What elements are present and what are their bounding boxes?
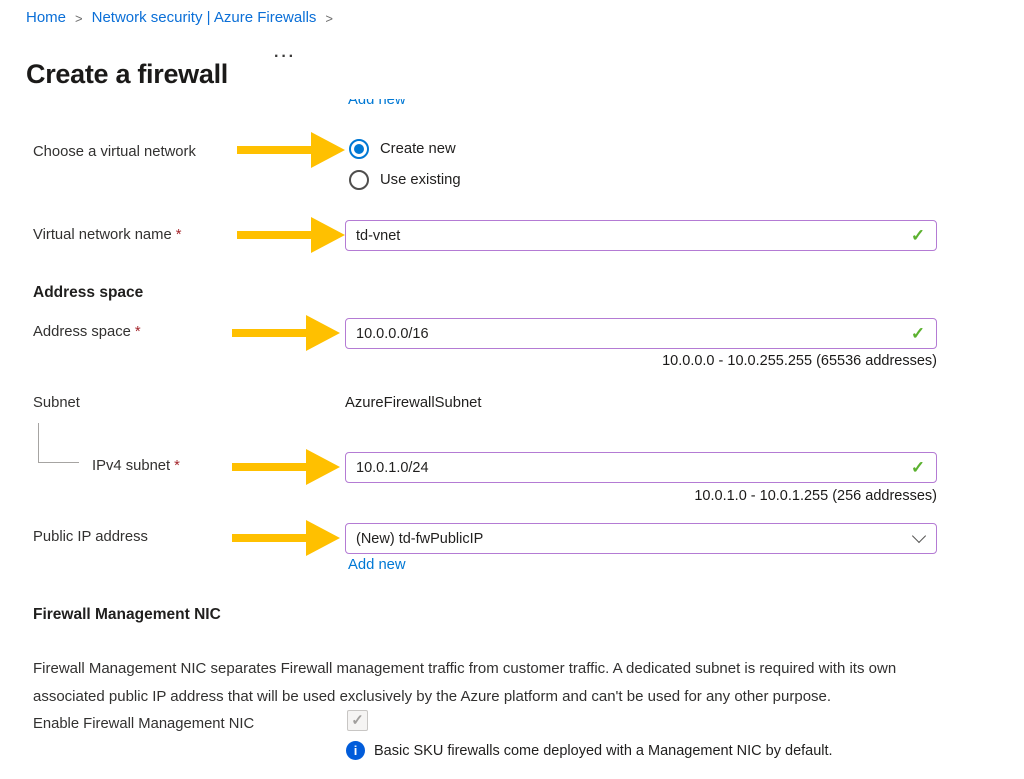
valid-checkmark-icon: ✓ [910,226,926,245]
more-options-icon[interactable]: ··· [274,48,296,65]
vnet-name-label-text: Virtual network name [33,227,172,243]
ipv4-subnet-input[interactable] [345,452,937,483]
radio-use-existing[interactable]: Use existing [349,170,461,190]
address-space-input[interactable] [345,318,937,349]
valid-checkmark-icon: ✓ [910,458,926,477]
annotation-arrow-icon [232,315,340,351]
address-space-label: Address space* [33,324,141,340]
address-space-section-header: Address space [33,284,144,301]
address-space-label-text: Address space [33,324,131,340]
fmn-description: Firewall Management NIC separates Firewa… [33,660,897,705]
breadcrumb-home-link[interactable]: Home [26,9,67,26]
chevron-right-icon: > [75,10,83,26]
annotation-arrow-icon [232,449,340,485]
arrow-shaft [237,146,311,154]
enable-fmn-label: Enable Firewall Management NIC [33,716,255,732]
public-ip-dropdown[interactable]: (New) td-fwPublicIP [345,523,937,554]
choose-vnet-label: Choose a virtual network [33,144,196,160]
arrow-shaft [232,534,306,542]
arrow-head [306,315,340,351]
arrow-head [311,132,345,168]
valid-checkmark-icon: ✓ [910,324,926,343]
add-new-link[interactable]: Add new [348,99,406,108]
required-asterisk: * [134,324,141,340]
vnet-name-label: Virtual network name* [33,227,182,243]
radio-create-new-label: Create new [380,141,456,157]
info-icon: i [346,741,365,760]
arrow-shaft [232,329,306,337]
arrow-shaft [237,231,311,239]
annotation-arrow-icon [237,217,345,253]
vnet-name-input[interactable] [345,220,937,251]
public-ip-label: Public IP address [33,529,148,545]
subnet-value: AzureFirewallSubnet [345,395,482,411]
page-title: Create a firewall [26,59,229,90]
public-ip-dropdown-value: (New) td-fwPublicIP [356,530,484,547]
breadcrumb-azure-firewalls-link[interactable]: Network security | Azure Firewalls [91,9,317,26]
public-ip-add-new-link[interactable]: Add new [348,557,406,573]
fmn-section-header: Firewall Management NIC [33,606,221,623]
annotation-arrow-icon [237,132,345,168]
radio-use-existing-label: Use existing [380,172,461,188]
vnet-add-new-link-clipped[interactable]: Add new [348,99,438,111]
subnet-label: Subnet [33,395,80,411]
arrow-shaft [232,463,306,471]
address-space-range-text: 10.0.0.0 - 10.0.255.255 (65536 addresses… [662,353,937,369]
chevron-right-icon: > [325,10,333,26]
fmn-info-text: Basic SKU firewalls come deployed with a… [374,743,833,759]
arrow-head [306,520,340,556]
ipv4-subnet-label-text: IPv4 subnet [92,458,171,474]
required-asterisk: * [174,458,180,474]
radio-create-new[interactable]: Create new [349,139,456,159]
ipv4-subnet-range-text: 10.0.1.0 - 10.0.1.255 (256 addresses) [694,488,937,504]
ipv4-subnet-label: IPv4 subnet* [92,458,180,474]
subnet-tree-connector [38,423,79,463]
radio-unselected-icon[interactable] [349,170,369,190]
required-asterisk: * [175,227,182,243]
arrow-head [306,449,340,485]
enable-fmn-checkbox[interactable]: ✓ [347,710,368,731]
arrow-head [311,217,345,253]
breadcrumb: Home > Network security | Azure Firewall… [26,9,333,26]
chevron-down-icon [911,528,927,544]
radio-selected-icon[interactable] [349,139,369,159]
annotation-arrow-icon [232,520,340,556]
